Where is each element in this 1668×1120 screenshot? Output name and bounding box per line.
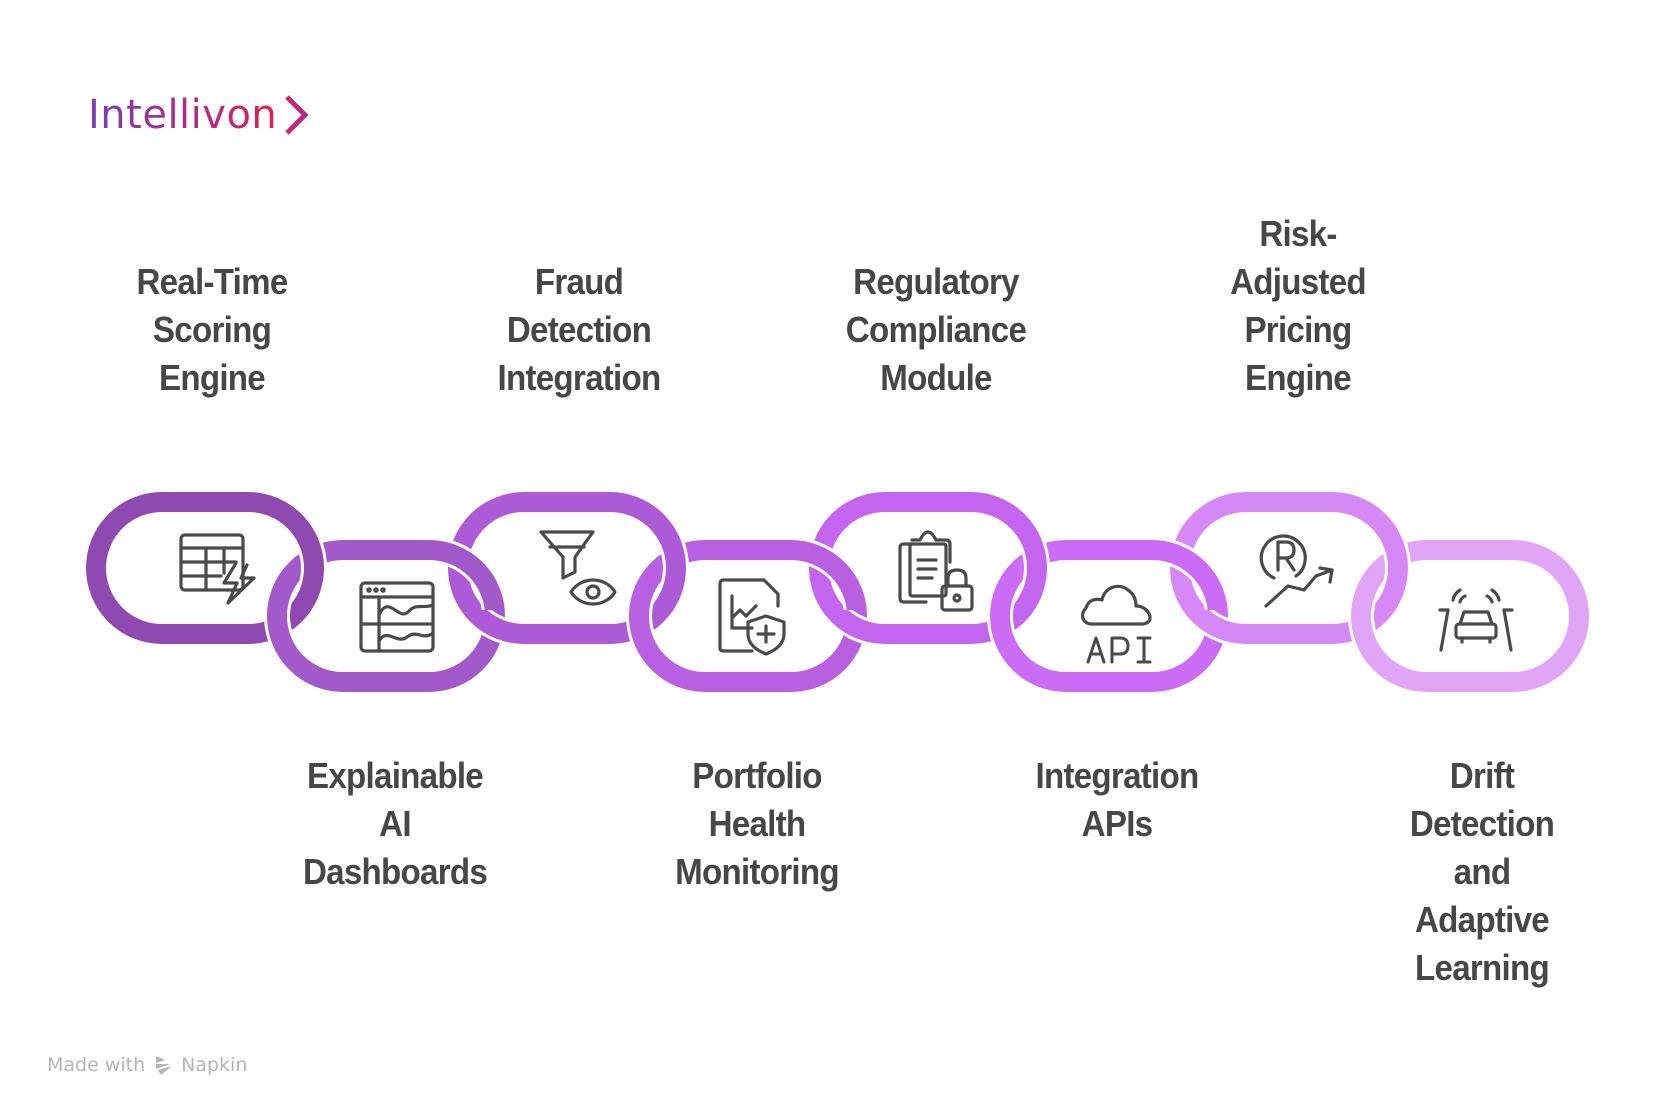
chevron-right-icon [285, 95, 309, 135]
dashboard-window-icon [359, 581, 435, 653]
made-with-text: Made with [47, 1054, 146, 1076]
label-portfolio-health-monitoring: Portfolio Health Monitoring [675, 755, 839, 892]
chain-links [83, 489, 1592, 695]
napkin-logo-icon [156, 1056, 173, 1075]
footer-attribution: Made with Napkin [47, 1054, 247, 1076]
chain-link-overlap-5 [1009, 532, 1050, 602]
chain-link-overlap-segment-7 [1374, 532, 1408, 602]
napkin-brand-text: Napkin [181, 1054, 248, 1076]
chart-document-shield-icon [718, 578, 786, 656]
car-lane-sensor-icon [1438, 588, 1514, 652]
label-real-time-scoring-engine: Real-Time Scoring Engine [136, 261, 288, 398]
chain-link-8 [1351, 540, 1589, 692]
chain-link-overlap-segment-3 [652, 532, 686, 602]
label-drift-detection-adaptive-learning: Drift Detection and Adaptive Learning [1409, 755, 1555, 988]
cloud-api-icon [1081, 584, 1152, 664]
chain-link-overlap-segment-1 [290, 532, 324, 602]
rupee-trend-up-icon [1259, 534, 1334, 608]
funnel-eye-icon [539, 530, 617, 606]
chain-link-overlap-1 [286, 532, 327, 602]
chain-link-overlap-3 [648, 532, 689, 602]
label-explainable-ai-dashboards: Explainable AI Dashboards [302, 755, 488, 892]
logo: Intellivon [88, 92, 309, 138]
logo-text: Intellivon [88, 92, 278, 138]
label-integration-apis: Integration APIs [1035, 755, 1199, 844]
label-regulatory-compliance-module: Regulatory Compliance Module [845, 261, 1027, 398]
chain-link-overlap-segment-5 [1013, 532, 1047, 602]
label-risk-adjusted-pricing-engine: Risk- Adjusted Pricing Engine [1230, 213, 1367, 398]
table-lightning-icon [179, 533, 256, 605]
clipboard-lock-icon [898, 530, 974, 612]
label-fraud-detection-integration: Fraud Detection Integration [497, 261, 661, 398]
chain-link-overlap-7 [1370, 532, 1411, 602]
